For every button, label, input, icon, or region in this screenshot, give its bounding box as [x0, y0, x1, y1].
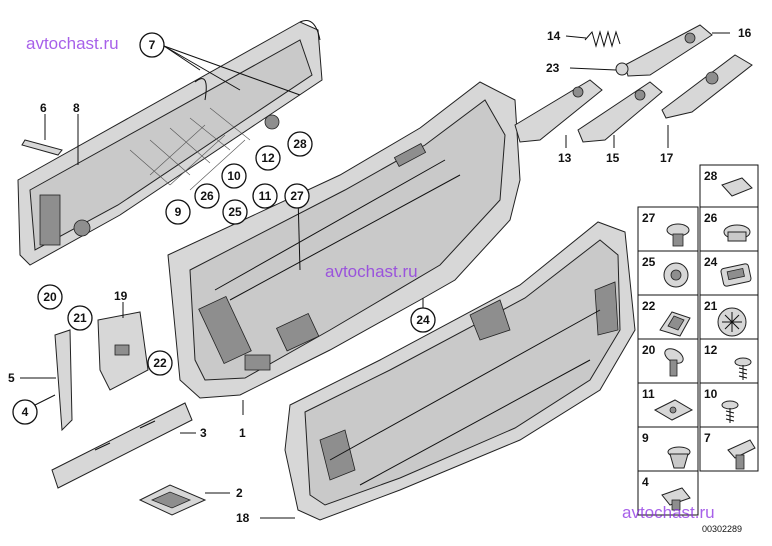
leader-lines: [20, 32, 730, 519]
grid-label-7: 7: [704, 431, 711, 445]
grid-part-21-star-nut: [717, 307, 747, 337]
grid-part-26-plug: [723, 224, 751, 242]
part-6-clip: [21, 139, 63, 156]
callout-9: 9: [175, 205, 182, 219]
part-16-handle: [624, 24, 713, 77]
watermark-top-left: avtochast.ru: [26, 34, 119, 53]
watermark-bottom-right: avtochast.ru: [622, 503, 715, 522]
grid-part-24-pad: [720, 263, 752, 287]
grid-label-20: 20: [642, 343, 656, 357]
part-8-upper-trim: [17, 20, 323, 266]
circled-callouts: 7 12 28 10 26 9 25 11 27 20 21 22 4 24: [12, 32, 436, 425]
callout-7: 7: [149, 38, 156, 52]
callout-12: 12: [261, 151, 275, 165]
part-17-handle: [661, 54, 753, 119]
part-3-strip: [51, 402, 193, 489]
grid-label-22: 22: [642, 299, 656, 313]
callout-3: 3: [200, 426, 207, 440]
diagram-code: 00302289: [702, 524, 742, 534]
part-19-cover: [97, 311, 149, 391]
grid-label-24: 24: [704, 255, 718, 269]
callout-11: 11: [259, 189, 272, 203]
grid-part-28-clip: [721, 177, 753, 197]
callout-13: 13: [558, 151, 572, 165]
callout-25: 25: [228, 205, 242, 219]
plain-callouts: 6 8 19 5 3 1 2 18 14 16 23 13 15 17: [8, 26, 752, 525]
grid-part-4-push-nut: [661, 487, 691, 511]
part-13-handle: [514, 79, 603, 143]
callout-15: 15: [606, 151, 620, 165]
part-14-spring: [584, 30, 621, 48]
callout-2: 2: [236, 486, 243, 500]
grid-label-21: 21: [704, 299, 718, 313]
callout-4: 4: [22, 405, 29, 419]
callout-23: 23: [546, 61, 560, 75]
grid-label-26: 26: [704, 211, 718, 225]
grid-part-11-nut-clip: [653, 399, 694, 421]
grid-cell-20: [637, 338, 699, 384]
grid-label-28: 28: [704, 169, 718, 183]
callout-18: 18: [236, 511, 250, 525]
grid-part-12-screw: [734, 357, 752, 380]
grid-part-9-expanding-rivet: [667, 446, 691, 469]
grid-part-7-clip: [727, 439, 756, 470]
callout-27: 27: [290, 189, 304, 203]
callout-22: 22: [153, 356, 167, 370]
callout-8: 8: [73, 101, 80, 115]
callout-5: 5: [8, 371, 15, 385]
part-1-inner-panel: [167, 81, 521, 399]
callout-16: 16: [738, 26, 752, 40]
grid-part-27-clip: [666, 223, 690, 247]
grid-label-27: 27: [642, 211, 656, 225]
grid-label-25: 25: [642, 255, 656, 269]
grid-part-10-screw: [721, 400, 739, 423]
callout-20: 20: [43, 290, 57, 304]
watermark-center: avtochast.ru: [325, 262, 418, 281]
part-18-outer-panel: [284, 221, 636, 521]
grid-label-9: 9: [642, 431, 649, 445]
grid-part-25-grommet: [663, 262, 689, 288]
grid-label-10: 10: [704, 387, 718, 401]
part-23-ball: [615, 62, 629, 76]
callout-17: 17: [660, 151, 674, 165]
callout-19: 19: [114, 289, 128, 303]
callout-28: 28: [293, 137, 307, 151]
grid-label-4: 4: [642, 475, 649, 489]
part-5-bracket: [54, 329, 73, 432]
callout-circle-7: [139, 32, 165, 58]
callout-1: 1: [239, 426, 246, 440]
grid-label-11: 11: [642, 387, 655, 401]
callout-26: 26: [200, 189, 214, 203]
grid-part-22-clip: [659, 311, 691, 337]
part-2-pad: [138, 484, 207, 516]
callout-24: 24: [416, 313, 430, 327]
callout-14: 14: [547, 29, 561, 43]
part-15-handle: [577, 81, 663, 143]
callout-6: 6: [40, 101, 47, 115]
callout-21: 21: [73, 311, 87, 325]
grid-part-20-rivet: [664, 348, 684, 377]
callout-10: 10: [227, 169, 241, 183]
grid-label-12: 12: [704, 343, 718, 357]
parts-grid: 28 27 26 25 24 22 21 20 12 11 10 9 7: [637, 164, 759, 516]
